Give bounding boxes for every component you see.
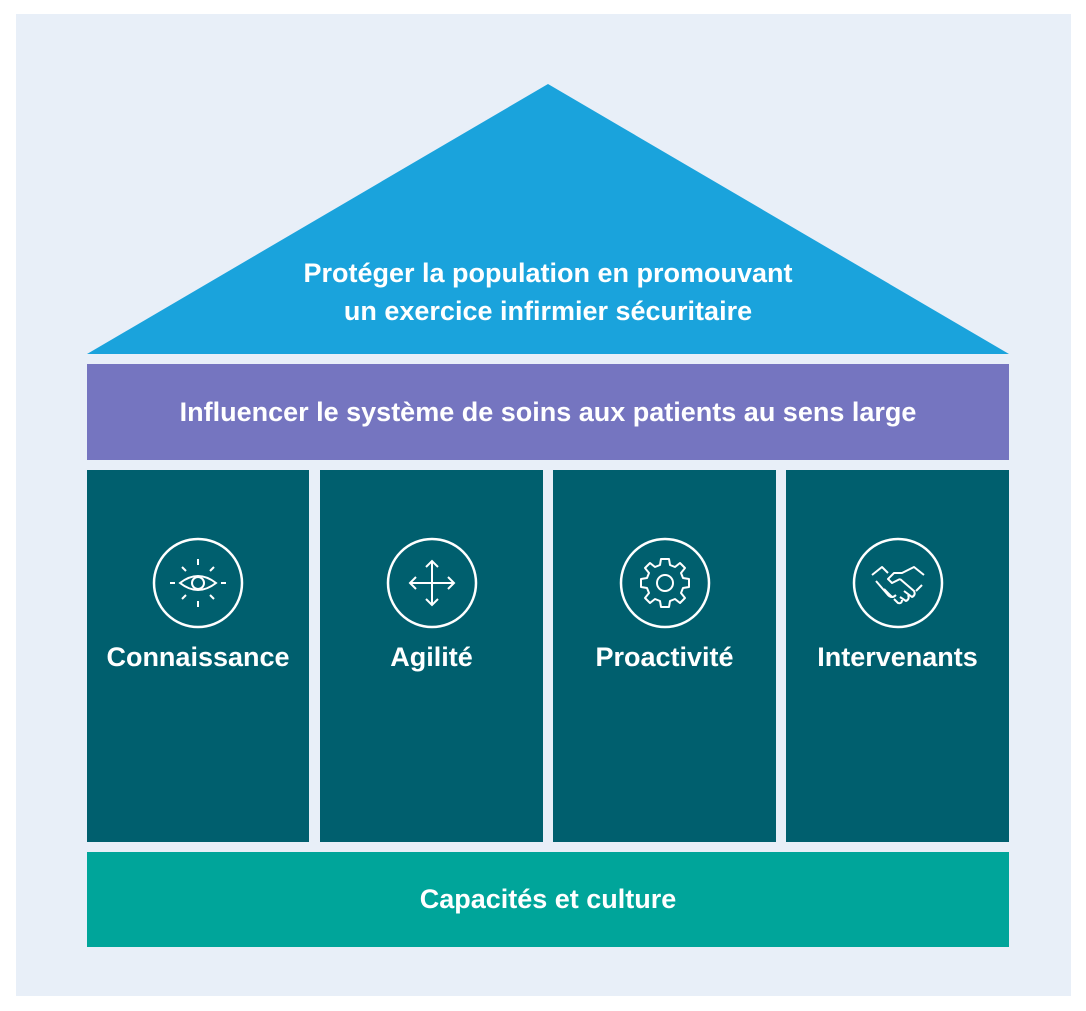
- pillar-label: Connaissance: [106, 642, 290, 672]
- roof-triangle: [87, 84, 1009, 354]
- pillar-agilite: Agilité: [320, 470, 543, 842]
- eye-icon: [152, 537, 244, 629]
- roof-line-2: un exercice infirmier sécuritaire: [343, 296, 753, 326]
- handshake-icon: [852, 537, 943, 629]
- pillar-label: Proactivité: [595, 642, 734, 672]
- foundation-label: Capacités et culture: [419, 884, 677, 914]
- influence-band: Influencer le système de soins aux patie…: [87, 364, 1009, 460]
- gear-icon: [619, 537, 710, 629]
- pillar-label: Intervenants: [817, 642, 978, 672]
- roof-mission-text: Protéger la population en promouvant un …: [87, 254, 1009, 330]
- roof-line-1: Protéger la population en promouvant: [303, 258, 793, 288]
- influence-band-label: Influencer le système de soins aux patie…: [179, 396, 917, 427]
- house-roof: Protéger la population en promouvant un …: [87, 84, 1009, 354]
- pillar-connaissance: Connaissance: [87, 470, 309, 842]
- move-arrows-icon: [386, 537, 477, 629]
- pillar-intervenants: Intervenants: [786, 470, 1009, 842]
- foundation-base: Capacités et culture: [87, 852, 1009, 947]
- pillar-proactivite: Proactivité: [553, 470, 776, 842]
- pillar-label: Agilité: [390, 642, 473, 672]
